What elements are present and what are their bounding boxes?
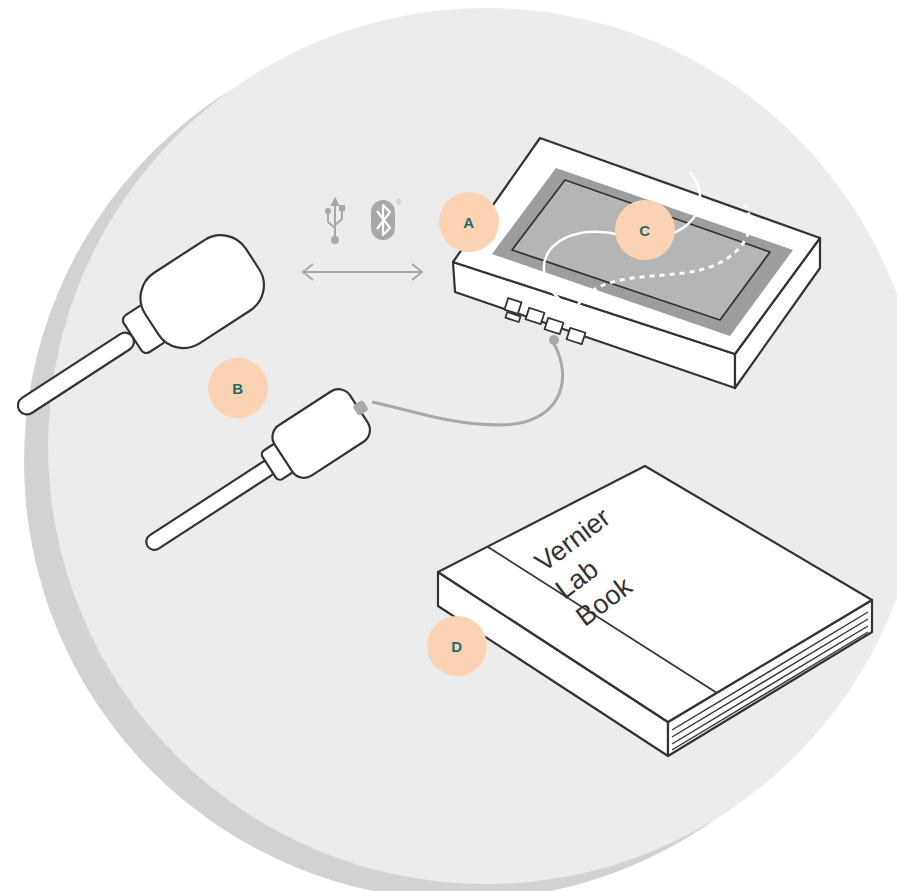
lab-book xyxy=(438,466,872,756)
background-disc xyxy=(48,8,897,884)
callout-letter: C xyxy=(639,222,650,239)
sensor-cable xyxy=(372,342,563,425)
callout-letter: A xyxy=(463,214,474,231)
wireless-sensor xyxy=(0,224,275,446)
double-arrow xyxy=(303,264,422,280)
registered-mark: ® xyxy=(396,199,406,206)
callout-letter: D xyxy=(451,638,462,655)
callout-circle: C xyxy=(615,200,675,260)
bluetooth-icon xyxy=(371,200,395,240)
callout-circle: D xyxy=(427,616,487,676)
usb-icon xyxy=(326,199,344,243)
callout-letter: B xyxy=(232,380,243,397)
callout-circle: A xyxy=(439,192,499,252)
callout-circle: B xyxy=(208,358,268,418)
interface-device xyxy=(453,138,820,388)
